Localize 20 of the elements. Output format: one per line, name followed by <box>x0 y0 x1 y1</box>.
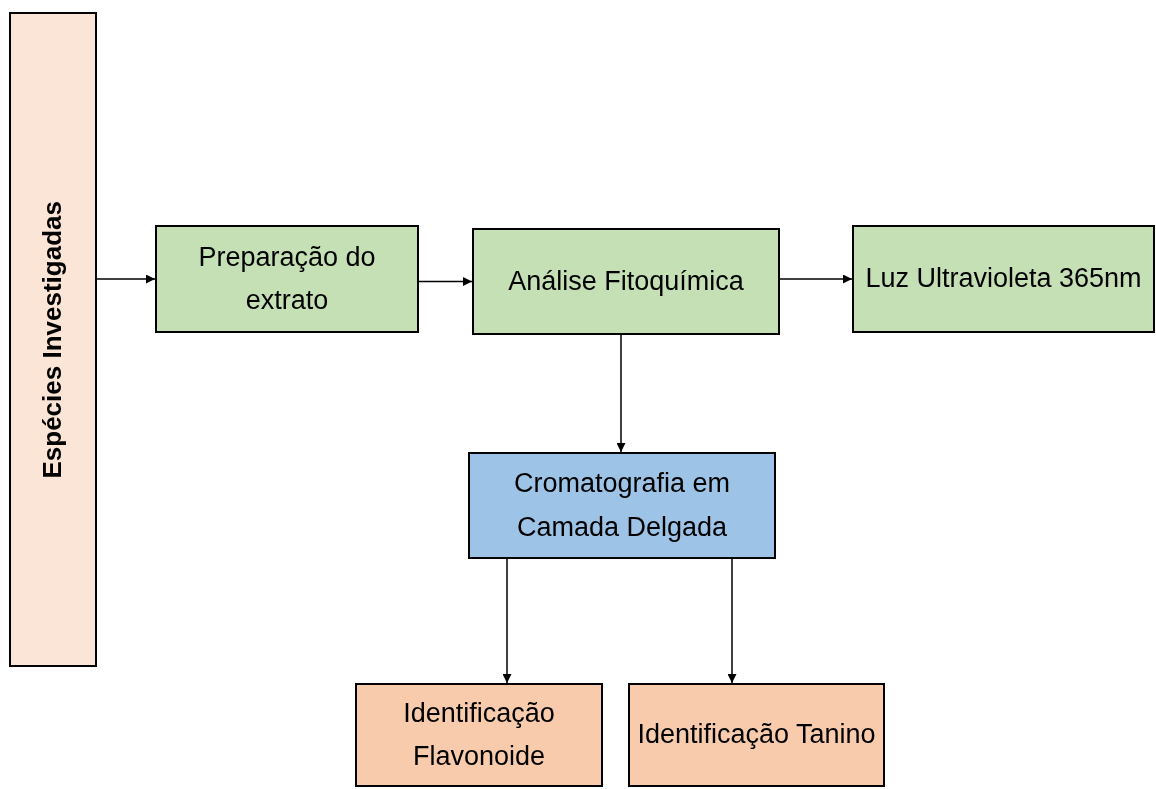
arrow <box>502 558 512 684</box>
vertical-bar <box>9 12 97 667</box>
box-label: Luz Ultravioleta 365nm <box>865 262 1142 296</box>
result-box <box>355 683 603 787</box>
vertical-label: Espécies Investigadas <box>36 200 69 479</box>
process-box <box>852 225 1155 333</box>
box-label: Cromatografia em Camada Delgada <box>512 467 732 544</box>
process-box <box>472 228 780 335</box>
box-label: Análise Fitoquímica <box>508 264 744 298</box>
arrow <box>727 558 737 684</box>
arrow <box>779 274 853 284</box>
box-label: Identificação Flavonoide <box>402 696 556 773</box>
box-label: Identificação Tanino <box>637 718 876 752</box>
arrow <box>616 334 626 453</box>
arrow <box>96 274 156 284</box>
box-label: Preparação do extrato <box>197 240 377 317</box>
arrow <box>418 277 473 286</box>
process-box <box>468 452 776 559</box>
process-box <box>155 225 419 333</box>
result-box <box>628 683 885 787</box>
